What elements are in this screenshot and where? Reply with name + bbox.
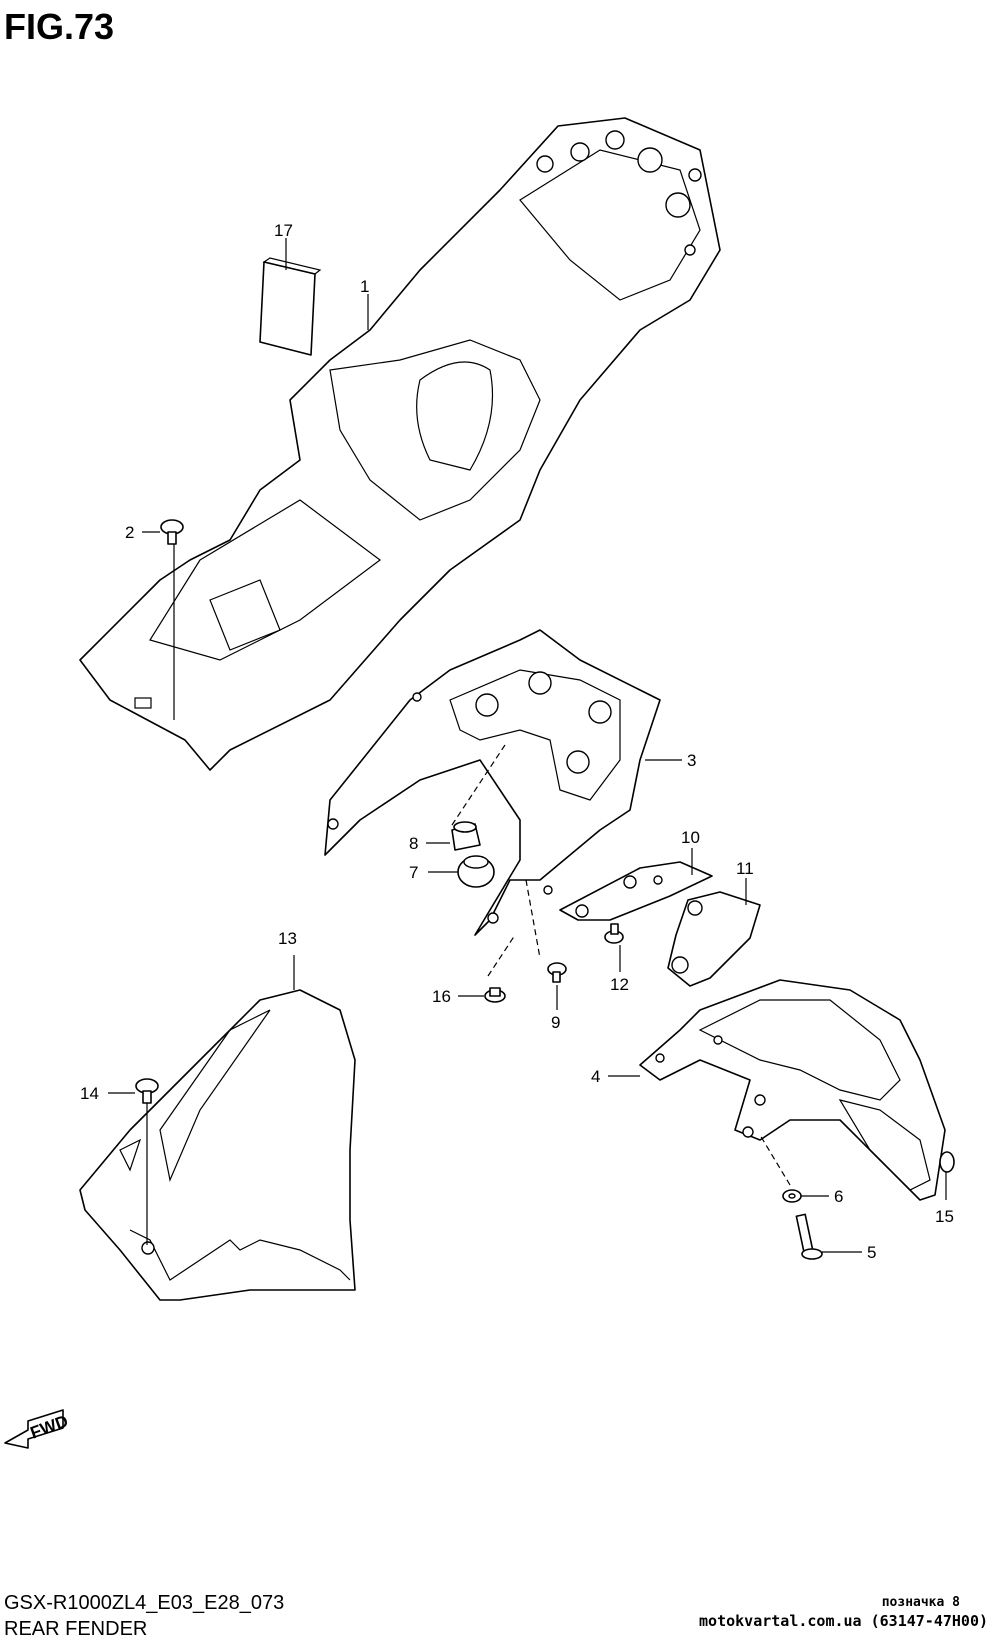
part-13-hugger	[79, 989, 356, 1301]
callout-17: 17	[274, 221, 293, 240]
callout-14: 14	[80, 1084, 99, 1103]
callout-10: 10	[681, 828, 700, 847]
leader-lines	[108, 238, 947, 1253]
model-code: GSX-R1000ZL4_E03_E28_073	[4, 1592, 285, 1614]
callout-13: 13	[278, 929, 297, 948]
callout-16: 16	[432, 987, 451, 1006]
section-name: REAR FENDER	[4, 1618, 148, 1640]
callout-2: 2	[125, 523, 134, 542]
part-16-clip	[484, 987, 506, 1003]
part-7-grommet	[457, 855, 495, 888]
callout-4: 4	[591, 1067, 600, 1086]
part-2-screw	[160, 519, 184, 545]
part-10-bracket	[559, 861, 713, 921]
part-15-washer	[939, 1151, 955, 1173]
part-1-rear-fender-body	[79, 117, 721, 771]
fwd-label: FWD	[28, 1411, 71, 1442]
part-11-bracket-plate	[667, 891, 761, 987]
callout-12: 12	[610, 975, 629, 994]
callout-15: 15	[935, 1207, 954, 1226]
watermark-site: motokvartal.com.ua (63147-47H00)	[699, 1612, 988, 1630]
callout-3: 3	[687, 751, 696, 770]
callout-6: 6	[834, 1187, 843, 1206]
part-17-label	[259, 257, 322, 356]
part-6-washer	[782, 1189, 802, 1203]
callout-1: 1	[360, 277, 369, 296]
callout-8: 8	[409, 834, 418, 853]
callout-5: 5	[867, 1243, 876, 1262]
part-8-cushion	[451, 821, 481, 851]
watermark-label: позначка 8	[881, 1595, 960, 1610]
part-3-tail-cover	[324, 629, 661, 936]
callout-11: 11	[736, 859, 754, 878]
figure-title: FIG.73	[4, 6, 115, 47]
part-12-bolt	[604, 923, 624, 944]
part-9-screw	[547, 962, 567, 983]
part-4-fender-lower	[639, 979, 946, 1201]
part-14-screw	[135, 1078, 159, 1104]
callout-7: 7	[409, 863, 418, 882]
part-5-bolt	[795, 1213, 823, 1260]
fwd-arrow-icon	[4, 1409, 64, 1449]
callout-9: 9	[551, 1013, 560, 1032]
